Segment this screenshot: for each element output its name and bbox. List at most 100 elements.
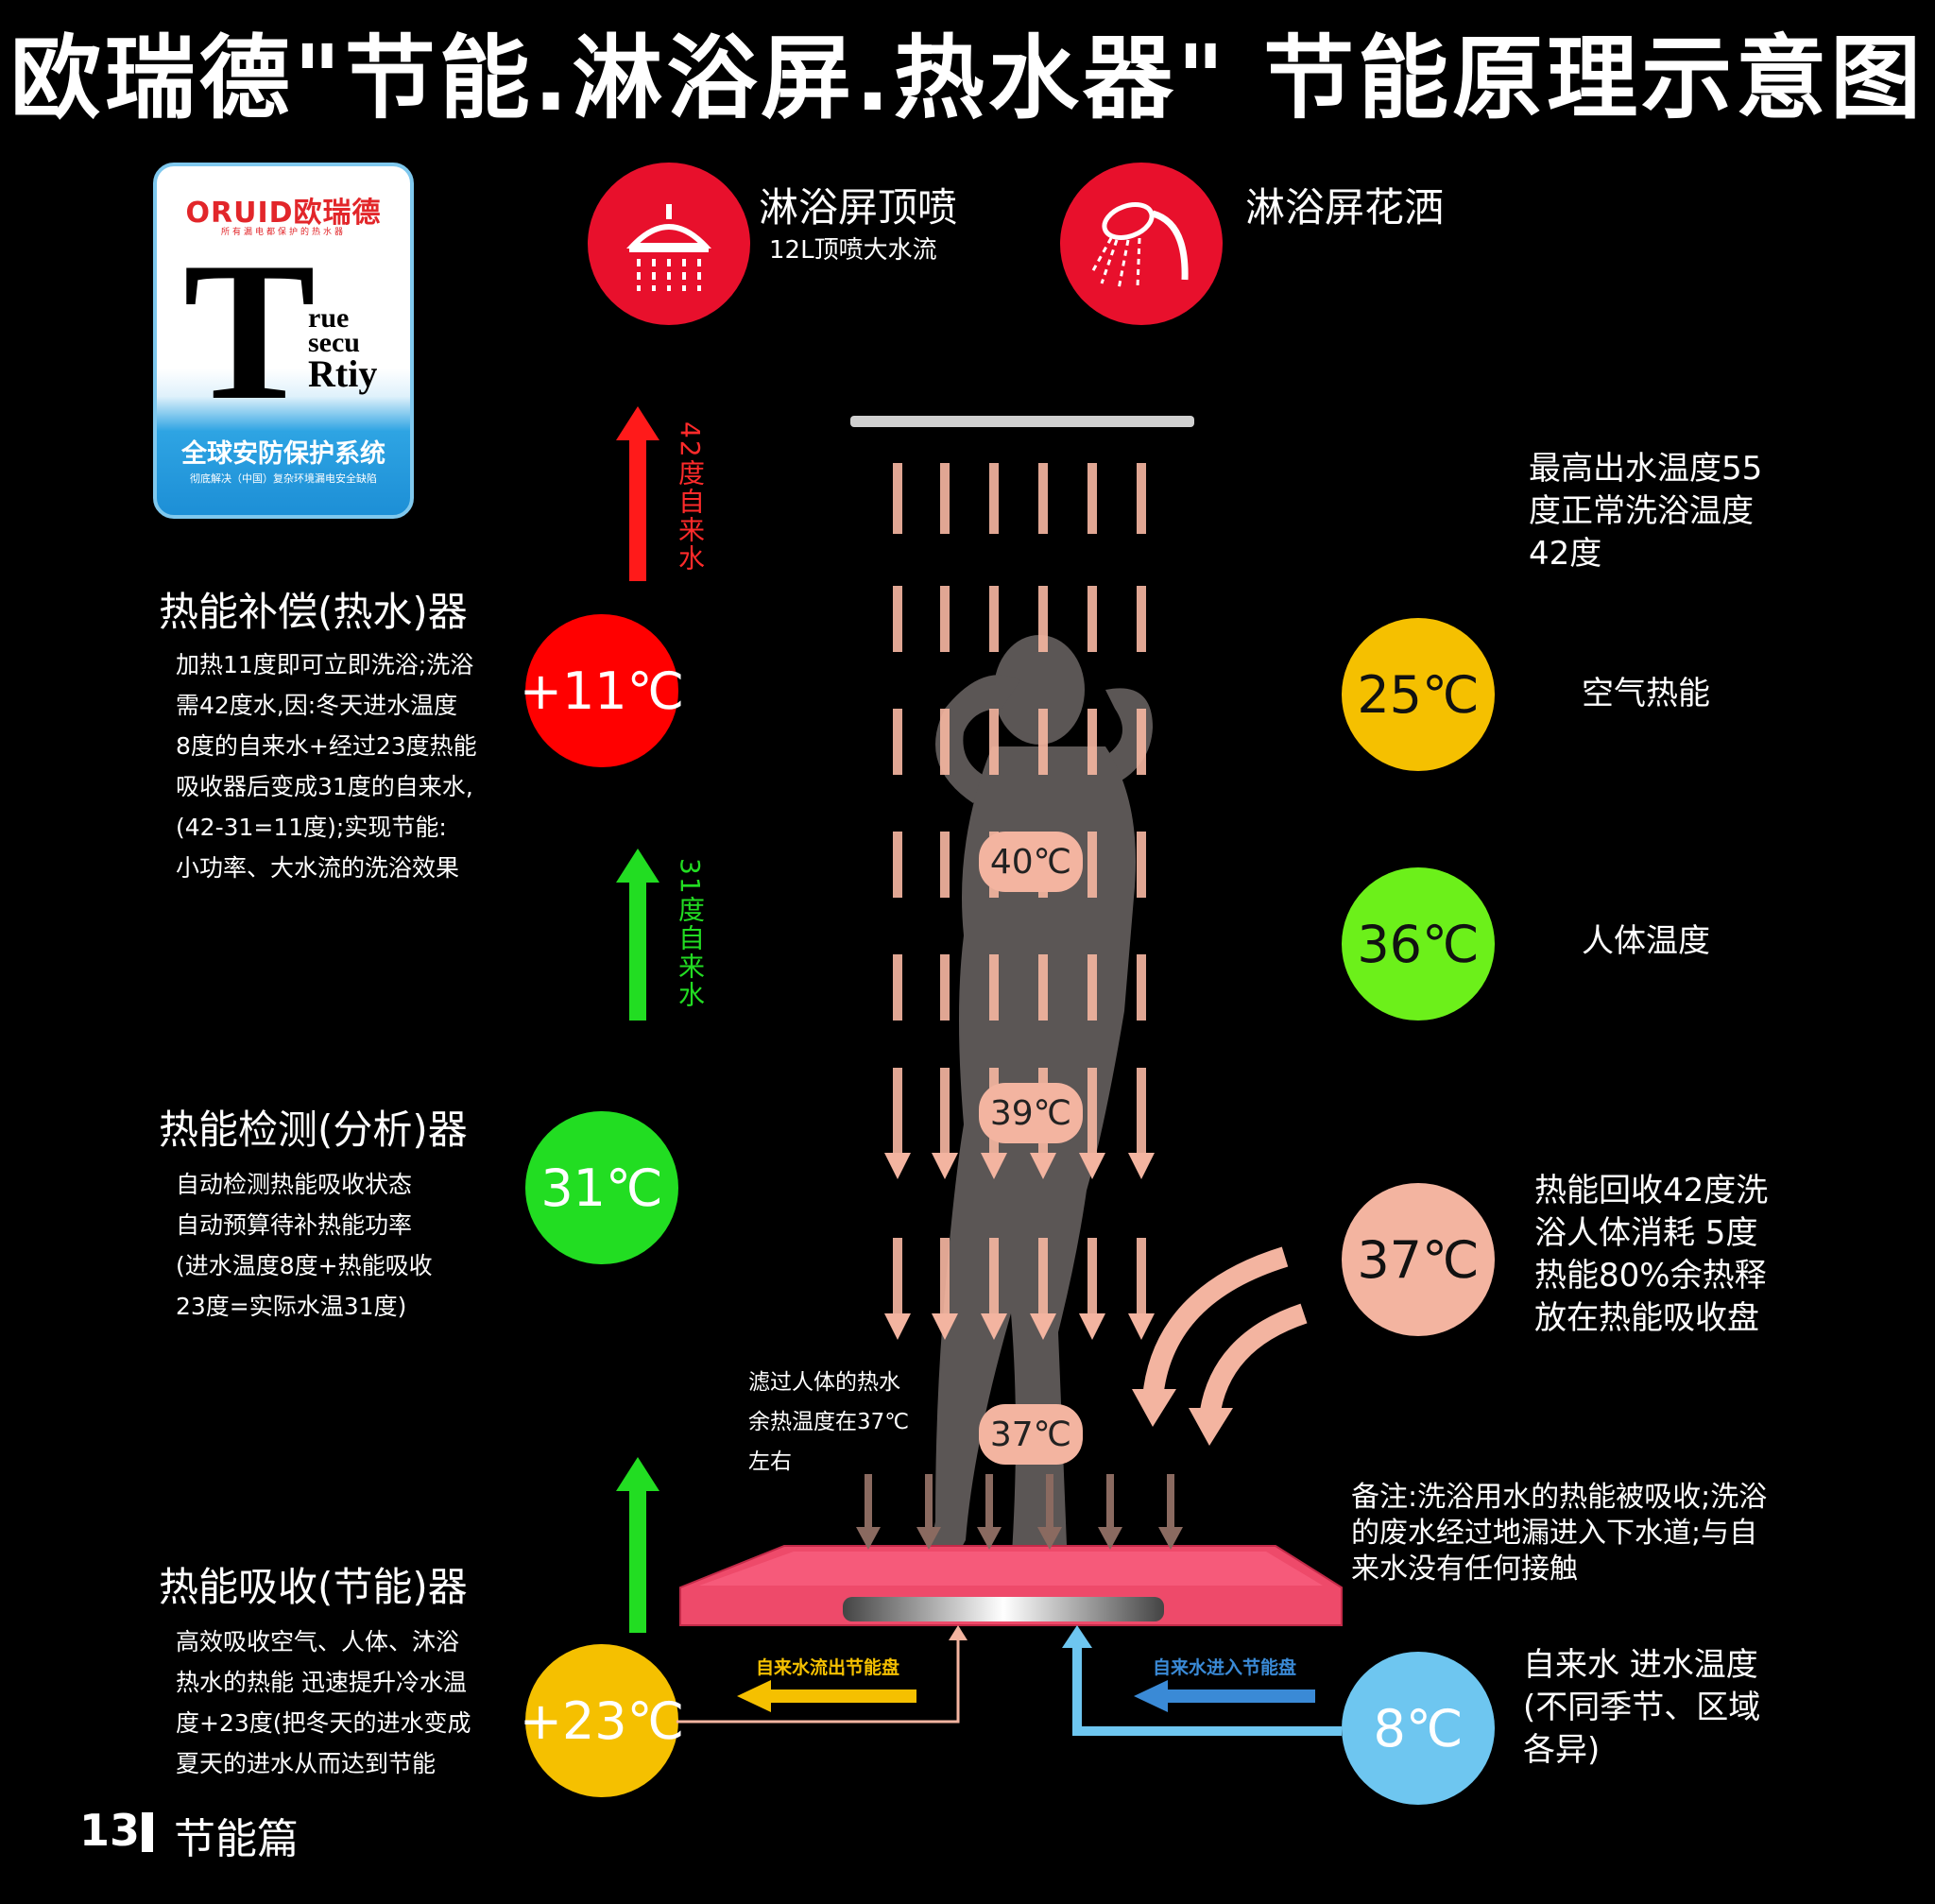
max-temp-line: 最高出水温度55 [1529,450,1763,488]
temp-badge-tap: 8℃ [1342,1652,1495,1805]
water-stream [1038,463,1048,534]
page-number: 13 [79,1805,141,1856]
water-stream [1038,709,1048,775]
shower-head-plate [850,416,1194,427]
logo-word: secu [308,327,360,358]
water-stream [1137,709,1146,775]
water-stream [893,586,902,652]
water-arrowhead [1079,1313,1105,1340]
water-stream [893,709,902,775]
section-heading: 热能吸收(节能)器 [159,1564,468,1610]
water-stream [1137,586,1146,652]
hot-water-label: 42度自来水 [675,421,706,573]
description-line: 小功率、大水流的洗浴效果 [176,854,460,882]
drain-plate [843,1597,1164,1621]
water-stream [1038,954,1048,1021]
filter-note: 滤过人体的热水 余热温度在37℃ 左右 [748,1363,909,1482]
filter-note-line: 左右 [748,1449,792,1474]
water-stream [1087,1238,1097,1313]
max-temp-note: 最高出水温度55 度正常洗浴温度 42度 [1529,448,1762,575]
description-line: 夏天的进水从而达到节能 [176,1750,437,1777]
water-stream [1087,954,1097,1021]
water-stream [940,1238,950,1313]
body-temp-badge: 39℃ [979,1083,1083,1143]
water-arrowhead [1079,1153,1105,1179]
water-arrowhead [884,1153,911,1179]
water-stream [989,586,999,652]
water-stream [893,1238,902,1313]
recovery-line: 浴人体消耗 5度 [1534,1214,1758,1252]
logo-words: rue secu Rtiy [308,302,377,393]
heat-recovery-arrow [1142,1246,1289,1400]
water-stream [893,1068,902,1153]
water-stream [1087,832,1097,898]
recovery-note: 热能回收42度洗 浴人体消耗 5度 热能80%余热释 放在热能吸收盘 [1534,1170,1768,1340]
recovery-line: 放在热能吸收盘 [1534,1299,1759,1337]
temp-badge-body: 36℃ [1342,867,1495,1021]
description-line: 高效吸收空气、人体、沐浴 [176,1628,460,1655]
human-silhouette [923,635,1153,1590]
water-stream [1087,709,1097,775]
warm-water-arrow-bottom [616,1457,659,1633]
shower-type-title: 淋浴屏花洒 [1245,184,1445,231]
water-arrowhead [1030,1153,1056,1179]
water-stream [989,463,999,534]
body-temp-badge: 37℃ [979,1404,1083,1465]
water-stream [893,832,902,898]
water-stream [1038,586,1048,652]
outflow-label: 自来水流出节能盘 [756,1657,900,1678]
water-pipes [676,1625,1342,1736]
water-arrowhead [1128,1313,1155,1340]
section-description: 高效吸收空气、人体、沐浴 热水的热能 迅速提升冷水温 度+23度(把冬天的进水变… [176,1621,471,1784]
water-stream [940,709,950,775]
description-line: (42-31=11度);实现节能: [176,814,447,841]
logo-subtitle: 彻底解决（中国）复杂环境漏电安全缺陷 [190,472,377,485]
hand-shower-icon [1060,163,1223,325]
filter-note-line: 滤过人体的热水 [748,1370,900,1395]
rain-shower-icon [588,163,750,325]
water-arrowhead [932,1313,958,1340]
flow-arrows-left [616,406,659,1633]
logo-word: rue [308,302,350,334]
description-line: 自动预算待补热能功率 [176,1211,413,1239]
warm-water-label: 31度自来水 [675,858,706,1009]
inflow-label: 自来水进入节能盘 [1153,1657,1297,1678]
temp-badge-detector: 31℃ [525,1111,678,1264]
logo-big-letter: T [183,222,317,441]
body-temp-label: 人体温度 [1582,922,1710,960]
water-arrowhead [1128,1153,1155,1179]
outflow-arrow [765,1690,916,1703]
water-stream [940,586,950,652]
remark-line: 的废水经过地漏进入下水道;与自 [1351,1517,1758,1550]
water-stream [1087,1068,1097,1153]
max-temp-line: 度正常洗浴温度 [1529,492,1754,530]
description-line: 23度=实际水温31度) [176,1293,407,1320]
water-stream [940,463,950,534]
remark-note: 备注:洗浴用水的热能被吸收;洗浴 的废水经过地漏进入下水道;与自 来水没有任何接… [1351,1480,1767,1587]
section-description: 加热11度即可立即洗浴;洗浴 需42度水,因:冬天进水温度 8度的自来水+经过2… [176,644,477,888]
water-stream [1137,954,1146,1021]
filter-note-line: 余热温度在37℃ [748,1410,910,1434]
shower-type-subtitle: 12L顶喷大水流 [769,236,937,265]
section-name: 节能篇 [174,1815,299,1863]
inflow-pipe [1072,1635,1342,1736]
water-stream [989,709,999,775]
tap-line: (不同季节、区域 [1523,1689,1761,1726]
footer-divider [142,1812,153,1852]
drain-arrows [856,1474,1183,1550]
shower-type-title: 淋浴屏顶喷 [759,184,958,231]
water-stream [940,1068,950,1153]
water-arrowhead [1030,1313,1056,1340]
water-arrowhead [932,1153,958,1179]
description-line: 8度的自来水+经过23度热能 [176,732,477,760]
brand-name: ORUID欧瑞德 [185,197,382,230]
description-line: 加热11度即可立即洗浴;洗浴 [176,651,474,678]
water-stream [1038,1238,1048,1313]
logo-system-name: 全球安防保护系统 [181,439,385,469]
description-line: 需42度水,因:冬天进水温度 [176,692,458,719]
water-stream [893,954,902,1021]
tap-line: 自来水 进水温度 [1523,1646,1758,1684]
warm-water-arrow [616,849,659,1021]
brand-slogan: 所有漏电都保护的热水器 [220,228,346,237]
max-temp-line: 42度 [1529,535,1602,573]
